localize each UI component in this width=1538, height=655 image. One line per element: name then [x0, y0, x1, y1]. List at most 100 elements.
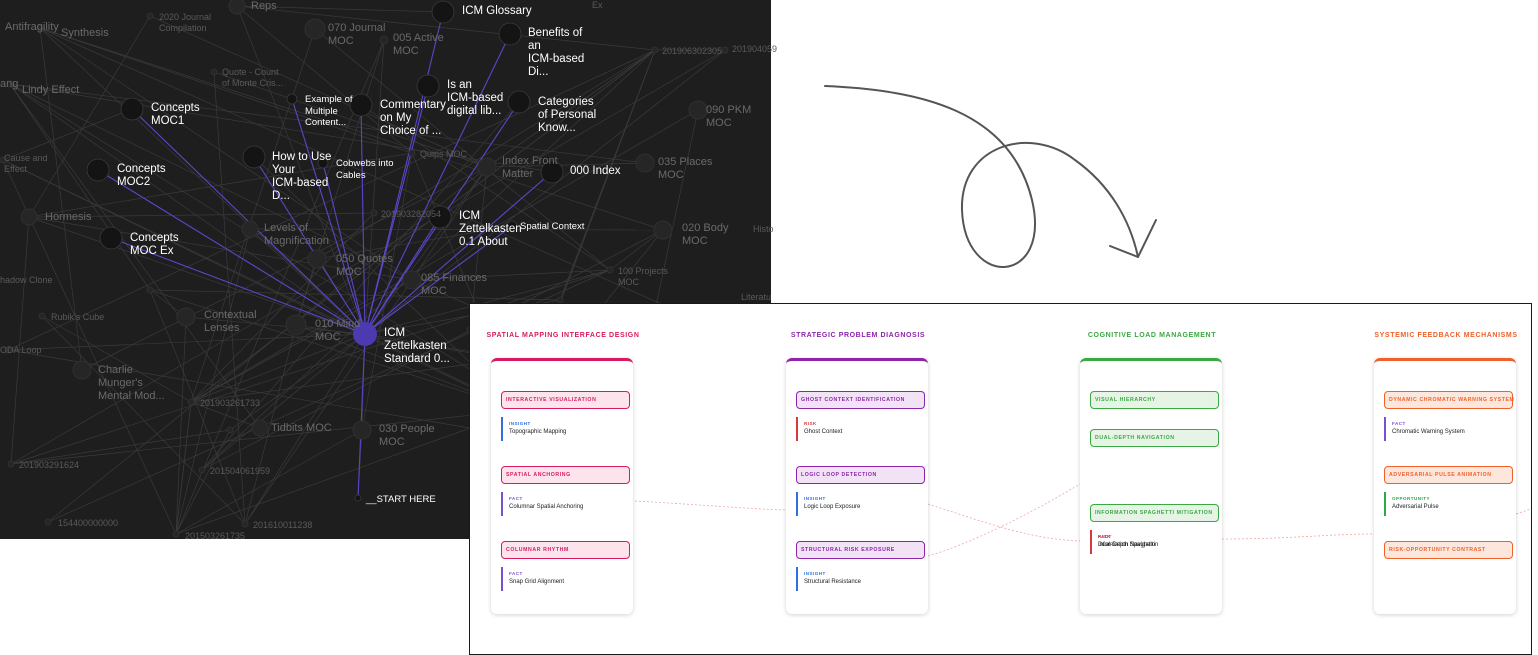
node-label-levels-mag[interactable]: Levels of Magnification — [264, 222, 329, 247]
graph-view-panel[interactable]: ICM Glossary Benefits of an ICM-based Di… — [0, 0, 777, 541]
graph-node-icm-digital[interactable] — [416, 74, 440, 98]
graph-node-icm-glossary[interactable] — [431, 0, 455, 24]
theme-pill[interactable]: INTERACTIVE VISUALIZATION — [501, 391, 630, 409]
theme-pill[interactable]: RISK-OPPORTUNITY CONTRAST — [1384, 541, 1513, 559]
node-label-201904[interactable]: 201904059 — [732, 44, 778, 54]
node-label-mind-moc[interactable]: 010 Mind MOC — [315, 318, 361, 343]
graph-node-dim[interactable] — [688, 100, 708, 120]
node-label-cause-effect[interactable]: Cause and Effect — [4, 153, 48, 174]
node-label-concepts-moc-ex[interactable]: Concepts MOC Ex — [130, 232, 179, 257]
graph-node-dim[interactable] — [210, 68, 218, 76]
node-label-quotes-moc[interactable]: 050 Quotes MOC — [336, 253, 393, 278]
node-label-lindy[interactable]: Lindy Effect — [22, 84, 80, 96]
graph-node-dim[interactable] — [241, 220, 259, 238]
node-label-projects-moc[interactable]: 100 Projects MOC — [618, 266, 669, 287]
graph-node-dim[interactable] — [4, 346, 12, 354]
node-label-finances-moc[interactable]: 085 Finances MOC — [421, 272, 488, 297]
node-label-people-moc[interactable]: 030 People MOC — [379, 423, 435, 448]
graph-node-dim[interactable] — [635, 153, 655, 173]
theme-pill[interactable]: ADVERSARIAL PULSE ANIMATION — [1384, 466, 1513, 484]
node-label-categories[interactable]: Categories of Personal Know... — [538, 96, 597, 134]
node-label-contextual-lenses[interactable]: Contextual Lenses — [204, 309, 257, 334]
graph-node-dim[interactable] — [408, 149, 416, 157]
theme-pill[interactable]: VISUAL HIERARCHY — [1090, 391, 1219, 409]
node-label-example-multiple[interactable]: Example of Multiple Content... — [305, 94, 353, 128]
node-label-000-index[interactable]: 000 Index — [570, 165, 621, 177]
node-label-rubiks[interactable]: Rubik's Cube — [51, 312, 105, 322]
graph-node-dim[interactable] — [379, 35, 389, 45]
graph-node-dim[interactable] — [304, 18, 326, 40]
node-label-spatial-context[interactable]: Spatial Context — [520, 221, 585, 232]
node-label-benefits[interactable]: Benefits of an ICM-based Di... — [528, 27, 585, 78]
graph-node-commentary[interactable] — [349, 93, 373, 117]
graph-node-dim[interactable] — [307, 249, 327, 269]
node-label-201903261733[interactable]: 201903261733 — [200, 398, 261, 408]
graph-node-dim[interactable] — [370, 209, 378, 217]
node-label-201503261735[interactable]: 201503261735 — [185, 531, 246, 541]
node-label-201903291624[interactable]: 201903291624 — [19, 460, 80, 470]
graph-node-dim[interactable] — [721, 46, 729, 54]
node-label-body-moc[interactable]: 020 Body MOC — [682, 222, 729, 247]
node-label-munger[interactable]: Charlie Munger's Mental Mod... — [98, 364, 165, 402]
graph-node-start-here[interactable] — [354, 494, 362, 502]
node-label-commentary[interactable]: Commentary on My Choice of ... — [380, 99, 446, 137]
graph-node-dim[interactable] — [651, 46, 659, 54]
node-label-icm-glossary[interactable]: ICM Glossary — [462, 5, 532, 17]
graph-node-dim[interactable] — [228, 0, 246, 15]
node-label-quote-count[interactable]: Quote - Count of Monte Cris... — [222, 67, 284, 88]
node-label-hormesis[interactable]: Hormesis — [45, 211, 92, 223]
node-label-ang[interactable]: ang — [0, 78, 19, 90]
theme-pill[interactable]: LOGIC LOOP DETECTION — [796, 466, 925, 484]
theme-pill[interactable]: STRUCTURAL RISK EXPOSURE — [796, 541, 925, 559]
graph-node-dim[interactable] — [352, 420, 372, 440]
node-label-201906302305[interactable]: 201906302305 — [662, 46, 723, 56]
graph-node-dim[interactable] — [44, 518, 52, 526]
node-label-journal-moc[interactable]: 070 Journal MOC — [328, 22, 386, 47]
node-label-antifragility[interactable]: Antifragility — [5, 21, 59, 33]
graph-node-000-index[interactable] — [540, 160, 564, 184]
node-label-ex[interactable]: Ex — [592, 0, 603, 10]
node-label-hist[interactable]: Histo — [753, 224, 774, 234]
graph-node-dim[interactable] — [653, 220, 673, 240]
theme-pill[interactable]: INFORMATION SPAGHETTI MITIGATION — [1090, 504, 1219, 522]
graph-node-how-to-use[interactable] — [242, 145, 266, 169]
graph-node-concepts-moc1[interactable] — [120, 97, 144, 121]
graph-node-icm-zettelkasten-about[interactable] — [428, 205, 452, 229]
graph-node-dim[interactable] — [6, 80, 14, 88]
node-label-icm-standard[interactable]: ICM Zettelkasten Standard 0... — [384, 327, 450, 365]
graph-node-dim[interactable] — [20, 208, 38, 226]
theme-pill[interactable]: COLUMNAR RHYTHM — [501, 541, 630, 559]
node-label-154400000000[interactable]: 154400000000 — [58, 518, 119, 528]
graph-node-dim[interactable] — [251, 419, 269, 437]
graph-node-dim[interactable] — [285, 314, 307, 336]
node-label-active-moc[interactable]: 005 Active MOC — [393, 32, 444, 57]
node-label-concepts-moc2[interactable]: Concepts MOC2 — [117, 163, 166, 188]
node-label-shadow-clone[interactable]: hadow Clone — [0, 275, 53, 285]
graph-node-dim[interactable] — [7, 460, 15, 468]
node-label-how-to-use[interactable]: How to Use Your ICM-based D... — [272, 151, 332, 202]
node-label-tidbits[interactable]: Tidbits MOC — [271, 422, 332, 434]
node-label-201610011238[interactable]: 201610011238 — [253, 520, 313, 530]
node-label-places-moc[interactable]: 035 Places MOC — [658, 156, 713, 181]
graph-node-dim[interactable] — [606, 266, 614, 274]
node-label-icm-digital[interactable]: Is an ICM-based digital lib... — [447, 79, 504, 117]
node-label-201504061959[interactable]: 201504061959 — [210, 466, 271, 476]
graph-node-dim[interactable] — [146, 286, 154, 294]
graph-node-dim[interactable] — [477, 157, 497, 177]
graph-node-dim[interactable] — [72, 360, 92, 380]
graph-node-dim[interactable] — [176, 307, 196, 327]
graph-node-benefits[interactable] — [498, 22, 522, 46]
node-label-journal-2020[interactable]: 2020 Journal Compilation — [159, 12, 212, 33]
graph-node-dim[interactable] — [172, 530, 180, 538]
node-label-literature[interactable]: Literatu — [741, 292, 772, 302]
